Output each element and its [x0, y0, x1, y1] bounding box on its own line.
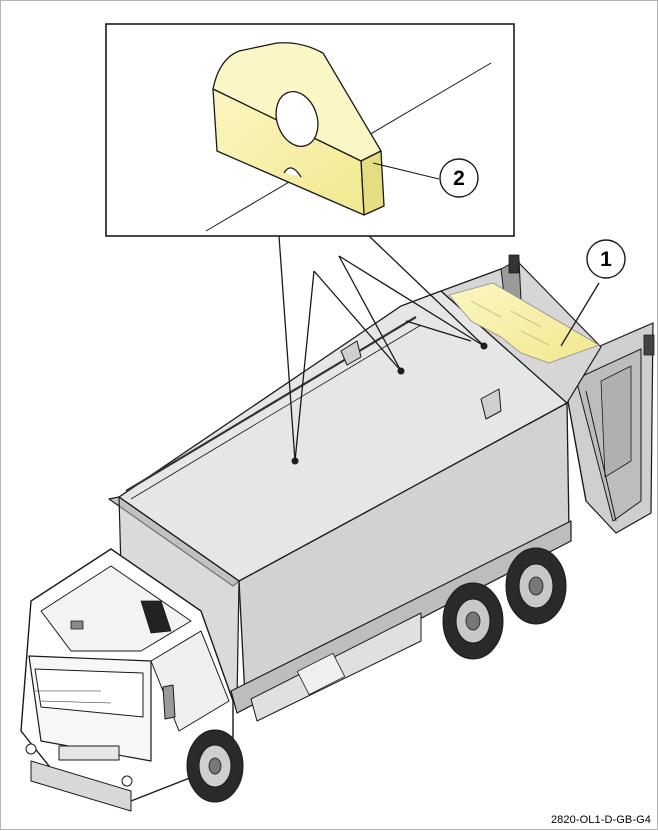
callout-marker-1: 1 [586, 239, 626, 279]
highlight-panel-1 [448, 282, 600, 364]
detail-inset [105, 23, 515, 237]
callout-label-2: 2 [453, 167, 465, 190]
callout-label-1: 1 [600, 248, 612, 271]
truck-illustration [20, 254, 655, 812]
drawing-code: 2820-OL1-D-GB-G4 [550, 814, 651, 826]
rear-wheels [442, 547, 567, 660]
callout-marker-2: 2 [439, 158, 479, 198]
truck-cab [20, 548, 234, 812]
bracket-part-2 [212, 42, 385, 216]
front-wheel [186, 729, 244, 803]
leader-lines [278, 235, 600, 462]
